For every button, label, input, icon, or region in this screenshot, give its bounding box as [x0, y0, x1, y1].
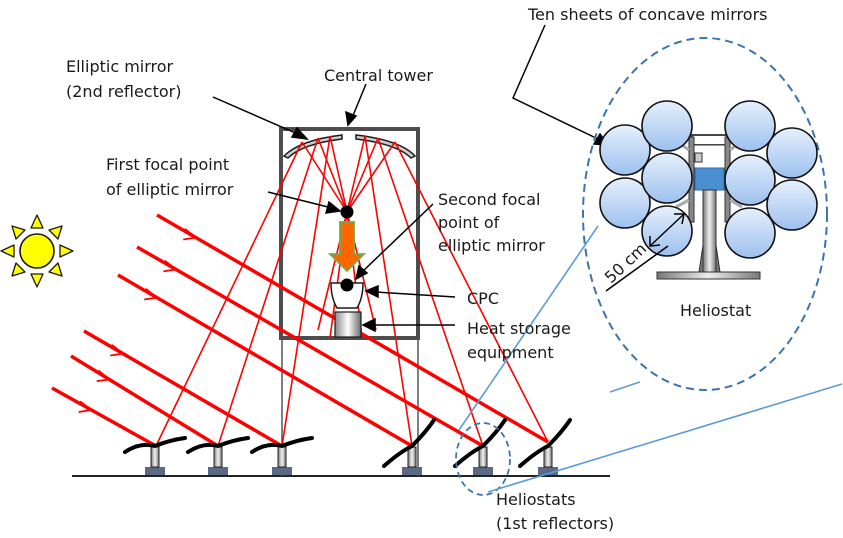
concave-mirror-circle [724, 100, 776, 152]
zoom-connector-lines [458, 225, 843, 493]
cpc-concentrator [330, 282, 364, 309]
heliostat-pole [407, 446, 417, 468]
heliostat-pole [543, 446, 553, 468]
label-elliptic-mirror-2: (2nd reflector) [66, 82, 181, 101]
label-heliostat-detail: Heliostat [680, 301, 751, 320]
heat-storage-equipment [334, 311, 362, 338]
heliostat-mirror [250, 436, 314, 454]
heliostat-highlight-ellipse [455, 422, 511, 496]
concave-mirror-circle [599, 177, 651, 229]
ray-direction-arrow [183, 228, 199, 241]
elliptic-mirror [282, 134, 417, 159]
callout-arrows [212, 24, 610, 333]
ray-direction-arrow [144, 288, 160, 301]
focused-ray [301, 141, 348, 213]
ray-direction-arrow [110, 344, 126, 357]
focused-ray [329, 135, 348, 213]
label-heliostats-1: Heliostats [496, 490, 576, 509]
first-focal-point [340, 205, 354, 219]
concave-mirror-circle [641, 152, 693, 204]
concave-mirrors [599, 100, 818, 259]
label-first-focal-2: of elliptic mirror [106, 180, 234, 199]
incident-ray [51, 386, 157, 448]
ground-heliostat [453, 418, 507, 475]
heliostat-mirror [453, 418, 507, 468]
heliostat-mirror [518, 418, 572, 468]
heliostat-pole [213, 446, 223, 468]
label-first-focal-1: First focal point [106, 155, 229, 174]
detail-view-ellipse [582, 37, 828, 391]
heliostat-pole [277, 446, 287, 468]
focused-ray [346, 141, 396, 213]
concave-mirror-circle [599, 124, 651, 176]
heliostat-base [272, 467, 292, 475]
heliostat-base [473, 467, 493, 475]
ray-direction-arrow [96, 369, 112, 382]
heliostat-mirror [186, 436, 250, 454]
incident-ray [117, 273, 413, 448]
label-second-focal-2: point of [438, 213, 500, 232]
reflected-ray [155, 141, 303, 447]
second-focal-point [340, 278, 354, 292]
heliostat-pole [478, 446, 488, 468]
label-second-focal-1: Second focal [438, 190, 540, 209]
heliostat-base [208, 467, 228, 475]
concave-mirror-circle [724, 154, 776, 206]
heliostat-base [145, 467, 165, 475]
heliostat-base [402, 467, 422, 475]
focused-ray [317, 137, 348, 213]
reflected-ray [217, 137, 319, 447]
ray-direction-arrow [163, 260, 179, 273]
incident-ray [136, 245, 484, 448]
down-arrow-icon [327, 221, 367, 273]
label-second-focal-3: elliptic mirror [438, 236, 545, 255]
reflected-ray [281, 135, 331, 447]
heliostats-row [123, 418, 572, 475]
heliostat-mirror [123, 436, 187, 454]
label-dimension: 50 cm [601, 239, 650, 287]
focused-ray [346, 135, 366, 213]
label-central-tower: Central tower [324, 66, 433, 85]
concave-mirror-circle [766, 179, 818, 231]
ground-heliostat [382, 418, 436, 475]
ray-direction-arrow [78, 400, 94, 413]
heliostat-mirror [382, 418, 436, 468]
label-heliostats-2: (1st reflectors) [496, 514, 614, 533]
label-heat-storage-1: Heat storage [467, 319, 571, 338]
sun-icon [0, 214, 74, 288]
concave-mirror-circle [766, 127, 818, 179]
actuator-box [694, 167, 725, 191]
incident-ray [70, 354, 219, 448]
reflected-ray [394, 141, 549, 443]
concave-mirror-circle [724, 207, 776, 259]
label-elliptic-mirror-1: Elliptic mirror [66, 57, 174, 76]
focused-ray [346, 137, 379, 213]
heliostat-pole [150, 446, 160, 468]
dimension-50cm [605, 213, 685, 292]
ground-heliostat [518, 418, 572, 475]
reflected-ray [364, 135, 413, 447]
ground-heliostat [186, 436, 250, 475]
central-tower-box [279, 127, 420, 340]
label-heat-storage-2: equipment [467, 343, 554, 362]
incident-ray [83, 329, 283, 448]
ground-heliostat [123, 436, 187, 475]
label-cpc: CPC [467, 289, 499, 308]
ground-heliostat [250, 436, 314, 475]
label-ten-sheets: Ten sheets of concave mirrors [527, 5, 767, 24]
concave-mirror-circle [641, 100, 693, 152]
heliostat-base [538, 467, 558, 475]
